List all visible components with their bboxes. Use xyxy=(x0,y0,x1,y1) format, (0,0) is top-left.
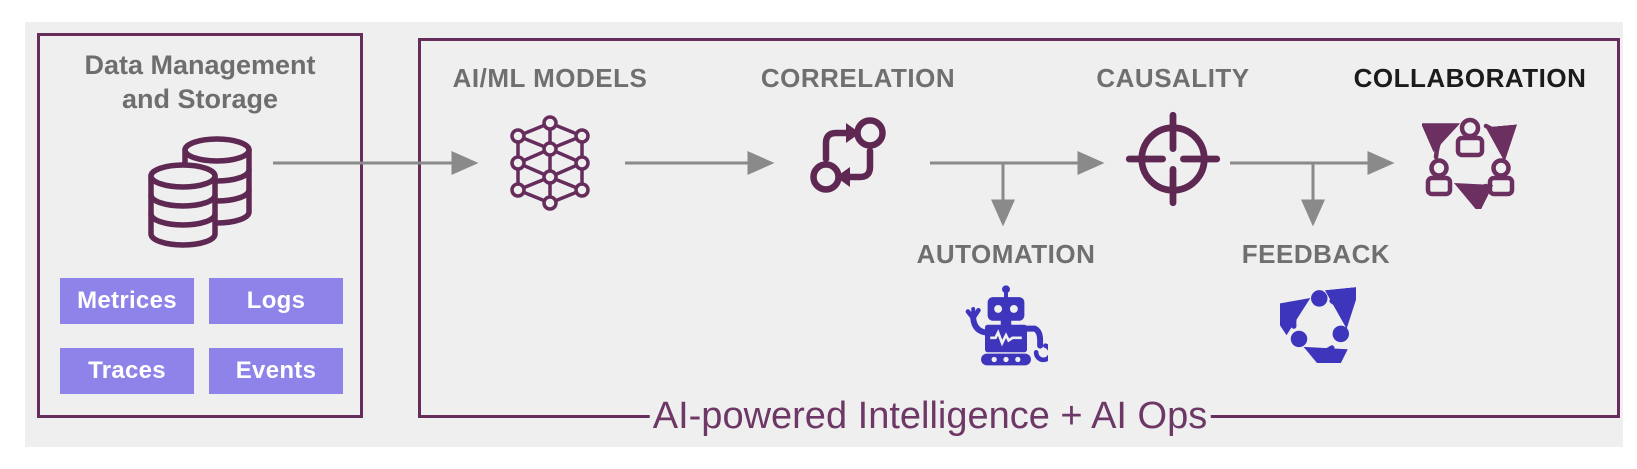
stage-label-aiml: AI/ML MODELS xyxy=(452,63,648,93)
stage-label-causality: CAUSALITY xyxy=(1096,63,1250,93)
causality-target-icon xyxy=(1125,111,1221,207)
database-icon xyxy=(148,136,252,248)
stage-label-correlation: CORRELATION xyxy=(760,63,956,93)
neural-network-icon xyxy=(510,115,590,211)
data-management-title: Data Management and Storage xyxy=(40,48,360,116)
branch-label-automation: AUTOMATION xyxy=(916,239,1096,269)
data-management-box: Data Management and Storage Metrice xyxy=(37,33,363,418)
title-line-2: and Storage xyxy=(121,84,279,114)
aiops-box: AI/ML MODELS CORRELATION CAUSALITY COLLA… xyxy=(418,38,1620,439)
chip-traces: Traces xyxy=(60,348,194,394)
robot-icon xyxy=(965,285,1048,366)
stage-label-collaboration: COLLABORATION xyxy=(1353,63,1587,93)
diagram-canvas: Data Management and Storage Metrice xyxy=(25,22,1623,447)
chip-events: Events xyxy=(209,348,343,394)
correlation-icon xyxy=(810,117,886,193)
chip-logs: Logs xyxy=(209,278,343,324)
title-line-1: Data Management xyxy=(84,50,316,80)
chip-metrices: Metrices xyxy=(60,278,194,324)
branch-label-feedback: FEEDBACK xyxy=(1241,239,1391,269)
feedback-cycle-icon xyxy=(1280,287,1356,363)
collaboration-icon xyxy=(1422,117,1518,209)
aiops-caption: AI-powered Intelligence + AI Ops xyxy=(649,393,1211,439)
